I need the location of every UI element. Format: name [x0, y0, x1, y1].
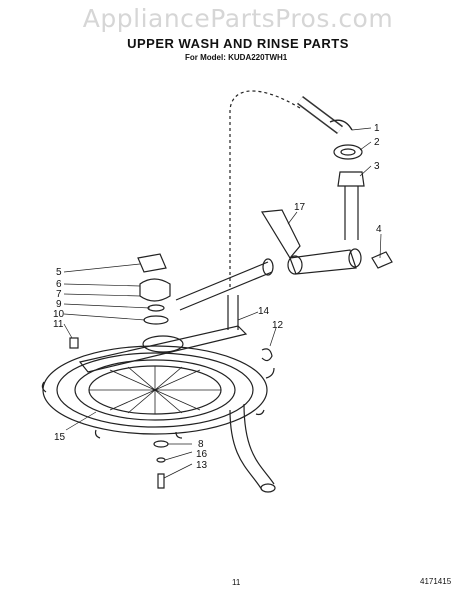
part-8-washer — [153, 440, 169, 448]
callout-15: 15 — [54, 432, 66, 443]
callout-10: 10 — [53, 309, 65, 320]
callout-11: 11 — [53, 319, 64, 330]
drain-tube — [229, 403, 275, 491]
callout-4: 4 — [376, 224, 382, 235]
document-code: 4171415 — [420, 577, 452, 586]
watermark-logo: AppliancePartsPros.com — [82, 4, 394, 33]
callout-13: 13 — [196, 460, 208, 471]
callout-17: 17 — [294, 202, 306, 213]
part-3-nut — [337, 171, 365, 187]
supply-tube-dashed — [229, 90, 301, 290]
part-11-clip — [69, 337, 79, 349]
lower-spray-arm — [78, 325, 248, 373]
manifold-body — [289, 249, 357, 275]
callout-6: 6 — [56, 279, 62, 290]
diagram-title: UPPER WASH AND RINSE PARTS — [127, 36, 349, 51]
part-5-diverter — [137, 253, 167, 273]
callout-1: 1 — [374, 123, 380, 134]
callout-12: 12 — [272, 320, 284, 331]
part-16-washer — [156, 457, 166, 463]
part-10-bearing — [143, 315, 169, 325]
part-13-screw — [157, 473, 165, 489]
part-12-clip — [261, 348, 273, 362]
callout-8: 8 — [198, 439, 204, 450]
part-2-grommet — [333, 144, 363, 160]
manifold-tube — [344, 186, 359, 240]
callout-2: 2 — [374, 137, 380, 148]
spray-tube — [175, 261, 273, 311]
callout-14: 14 — [258, 306, 270, 317]
rack-spokes — [89, 366, 221, 414]
callout-5: 5 — [56, 267, 62, 278]
callout-7: 7 — [56, 289, 62, 300]
part-1-elbow — [329, 119, 353, 131]
part-9-washer — [147, 304, 165, 312]
callout-9: 9 — [56, 299, 62, 310]
callout-16: 16 — [196, 449, 208, 460]
rack-hooks — [41, 367, 275, 439]
callout-3: 3 — [374, 161, 380, 172]
rack-inner-ring — [74, 359, 236, 421]
part-4-cap — [371, 251, 393, 269]
part-14-tube — [227, 295, 239, 330]
model-subtitle: For Model: KUDA220TWH1 — [185, 53, 288, 62]
page-number: 11 — [232, 578, 241, 587]
part-17-bracket — [260, 209, 301, 260]
part-6-hub — [139, 278, 171, 302]
